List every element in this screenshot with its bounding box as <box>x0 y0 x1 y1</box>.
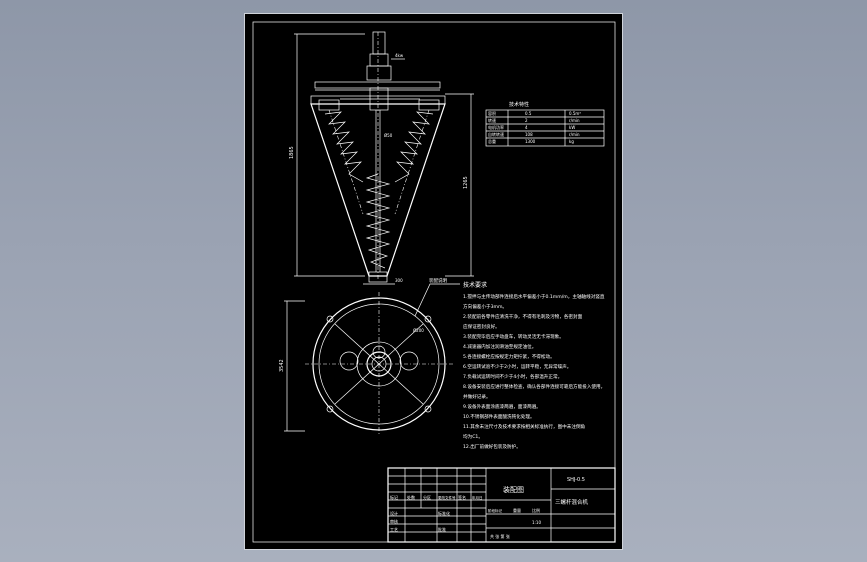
note-14: 均为C1。 <box>463 433 483 440</box>
note-11: 9.设备外表面涂底漆两遍，面漆两遍。 <box>463 403 541 410</box>
note-0: 1.搅拌与主传动部件连接后水平偏差小于0.1mm/m，主轴轴线对竖直 <box>463 293 605 300</box>
spec-r3-c2: r/min <box>569 132 580 137</box>
tb-label-7: 标准化 <box>438 510 450 516</box>
tb-label-1: 处数 <box>407 494 415 500</box>
right-screw <box>394 111 434 183</box>
note-12: 10.不锈钢部件表面酸洗钝化处理。 <box>463 413 535 420</box>
spec-r1-c0: 转速 <box>488 117 496 123</box>
tb-label-8: 审核 <box>390 518 398 524</box>
note-15: 12.出厂前做好包装及防护。 <box>463 443 521 450</box>
table-title: 技术特性 <box>509 101 529 108</box>
cone-height-dim: 1265 <box>463 176 469 189</box>
tb-label-6: 设计 <box>390 510 398 516</box>
note-13: 11.其余未注尺寸及技术要求按相关标准执行，图中未注倒角 <box>463 423 586 430</box>
tb-label-13: 比例 <box>532 507 540 513</box>
note-7: 6.空运转试验不少于2小时，运转平稳，无异常噪声。 <box>463 363 571 370</box>
tb-drawing-no: SHJ-0.5 <box>567 477 585 483</box>
spec-r1-c2: r/min <box>569 118 580 123</box>
tb-label-9: 工艺 <box>390 527 398 532</box>
nozzle-dia-dim: Ø200 <box>413 328 424 333</box>
note-10: 并做好记录。 <box>463 393 491 400</box>
note-1: 方向偏差小于3mm。 <box>463 303 507 310</box>
tb-scale: 1:10 <box>532 520 541 525</box>
leader-label: 装配说明 <box>429 277 447 284</box>
tb-label-2: 分区 <box>423 494 431 500</box>
plan-height-dim: 3542 <box>279 359 285 372</box>
plan-view: 3542 装配说明 Ø200 <box>279 277 460 436</box>
tb-label-0: 标记 <box>390 494 398 500</box>
center-screw <box>365 173 391 269</box>
title-block: 标记 处数 分区 更改文件号 签名 年月日 设计 标准化 审核 工艺 批准 阶段… <box>387 467 616 543</box>
note-6: 5.各连接螺栓应按规定力矩拧紧，不得松动。 <box>463 353 555 360</box>
tb-label-11: 阶段标记 <box>488 508 502 513</box>
front-view: 1865 1265 4kw Ø50 <box>289 31 474 285</box>
spec-r3-c1: 108 <box>525 132 533 137</box>
motor-label: 4kw <box>395 53 404 58</box>
note-8: 7.负载试运转时间不少于4小时，各部温升正常。 <box>463 373 562 380</box>
total-height-dim: 1865 <box>289 146 295 159</box>
spec-r0-c1: 0.5 <box>525 111 532 116</box>
spec-r2-c0: 电机功率 <box>488 124 504 130</box>
notes-title: 技术要求 <box>463 281 487 289</box>
bottom-dim: 300 <box>395 278 403 283</box>
note-5: 4.减速器内加注润滑油至规定油位。 <box>463 343 536 350</box>
note-2: 2.装配前各零件应清洗干净，不得有毛刺及污物，各密封面 <box>463 313 583 320</box>
tb-label-12: 重量 <box>513 507 521 513</box>
tb-sheet: 共 张 第 张 <box>490 533 510 539</box>
tb-label-4: 签名 <box>458 494 466 500</box>
spec-r4-c1: 1300 <box>525 139 536 144</box>
spec-r2-c2: kW <box>569 125 575 130</box>
cad-drawing: 1865 1265 4kw Ø50 <box>252 21 616 543</box>
spec-r1-c1: 2 <box>525 118 528 123</box>
spec-table: 技术特性 容积 0.5 0.5m³ 转速 2 r/min 电机功率 4 kW 自… <box>485 101 605 147</box>
left-screw <box>324 111 364 183</box>
tb-product-name: 三螺杆混合机 <box>555 498 589 506</box>
tb-label-10: 批准 <box>438 526 446 532</box>
tech-notes: 技术要求 1.搅拌与主传动部件连接后水平偏差小于0.1mm/m，主轴轴线对竖直 … <box>463 281 605 450</box>
tb-label-3: 更改文件号 <box>438 495 456 500</box>
spec-r4-c2: kg <box>569 139 574 144</box>
spec-r2-c1: 4 <box>525 125 528 130</box>
drawing-sheet: 1865 1265 4kw Ø50 <box>244 13 623 550</box>
spec-r4-c0: 总重 <box>488 138 496 144</box>
tb-label-5: 年月日 <box>472 495 483 500</box>
shaft-dia-dim: Ø50 <box>384 133 393 138</box>
note-3: 应保证密封良好。 <box>463 323 500 330</box>
tb-drawing-name: 装配图 <box>503 485 524 494</box>
spec-r3-c0: 自转转速 <box>488 131 504 137</box>
note-9: 8.设备安装后应进行整体检查，确认各部件连接可靠后方能投入使用， <box>463 383 605 390</box>
spec-r0-c0: 容积 <box>488 110 496 116</box>
spec-r0-c2: 0.5m³ <box>569 111 581 116</box>
note-4: 3.装配完毕后应手动盘车，转动灵活无卡滞现象。 <box>463 333 564 340</box>
